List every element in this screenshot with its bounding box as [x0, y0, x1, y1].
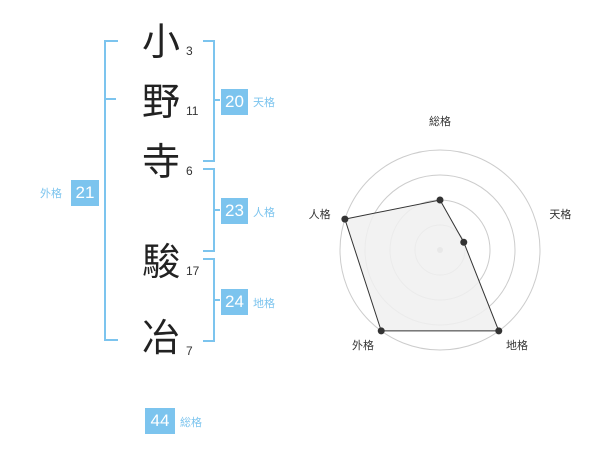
radar-axis-label-3: 地格	[506, 338, 528, 352]
tenkaku-bracket-tick	[213, 99, 220, 101]
jinkaku-label: 人格	[253, 206, 275, 219]
radar-axis-label-1: 総格	[429, 114, 451, 128]
chikaku-bracket-tick	[213, 299, 220, 301]
stroke-count-1: 3	[186, 44, 193, 58]
chikaku-value: 24	[221, 289, 248, 315]
name-char-1: 小	[141, 20, 180, 64]
gaikaku-value: 21	[71, 180, 99, 206]
radar-point-4	[377, 327, 385, 335]
radar-axis-label-5: 人格	[309, 207, 331, 221]
stroke-count-4: 17	[186, 264, 200, 278]
radar-grid-ring-4	[339, 149, 541, 351]
name-char-2: 野	[141, 80, 180, 124]
name-char-5: 冶	[141, 316, 180, 360]
name-char-4: 駿	[141, 240, 180, 284]
soukaku-label: 総格	[180, 416, 202, 429]
radar-value-polygon	[344, 199, 500, 332]
gaikaku-bracket	[104, 40, 118, 341]
tenkaku-label: 天格	[253, 96, 275, 109]
radar-point-3	[495, 327, 503, 335]
stroke-count-3: 6	[186, 164, 193, 178]
soukaku-value: 44	[145, 408, 175, 434]
stroke-count-2: 11	[186, 104, 199, 118]
tenkaku-bracket	[203, 40, 215, 162]
radar-point-1	[436, 196, 444, 204]
gaikaku-label: 外格	[40, 187, 62, 200]
stroke-count-5: 7	[186, 344, 193, 358]
radar-axis-label-4: 外格	[352, 338, 374, 352]
jinkaku-value: 23	[221, 198, 248, 224]
gaikaku-bracket-tick	[104, 98, 116, 100]
tenkaku-value: 20	[221, 89, 248, 115]
chikaku-label: 地格	[253, 297, 275, 310]
radar-point-2	[460, 238, 468, 246]
jinkaku-bracket-tick	[213, 209, 220, 211]
radar-axis-label-2: 天格	[549, 207, 571, 221]
name-char-3: 寺	[141, 140, 180, 184]
radar-point-5	[341, 215, 349, 223]
